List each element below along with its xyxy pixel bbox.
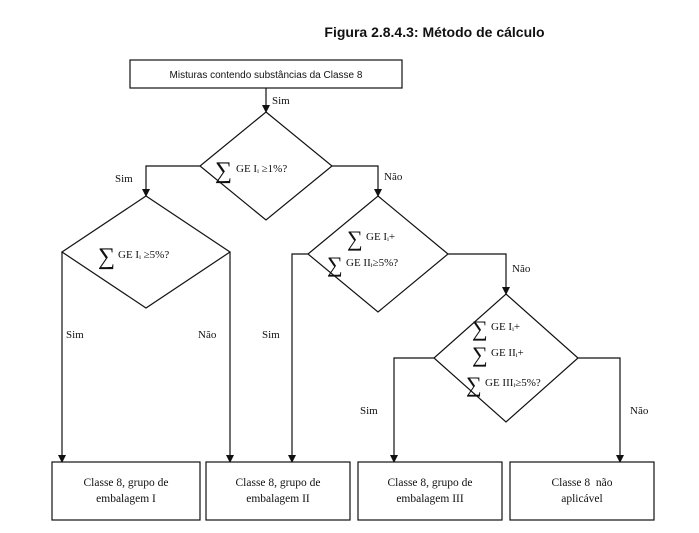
decision-3-text-2: GE IIᵢ≥5%?	[346, 257, 398, 269]
connector-d4-r3	[390, 357, 434, 463]
decision-4-sum-b: ∑	[472, 342, 488, 367]
decision-2-text: GE Iᵢ ≥5%?	[118, 249, 169, 261]
decision-3-sum-b: ∑	[327, 252, 343, 277]
decision-1-sum: ∑	[215, 158, 232, 184]
label-sim-start: Sim	[272, 95, 290, 107]
decision-4-text-1: GE Iᵢ+	[491, 321, 520, 333]
result-box-3-line-2: embalagem III	[396, 493, 464, 505]
decision-1-text: GE Iᵢ ≥1%?	[236, 163, 287, 175]
connector-d3-d4	[448, 253, 510, 295]
result-box-1-line-1: Classe 8, grupo de	[84, 477, 169, 489]
decision-4-text-2: GE IIᵢ+	[491, 347, 524, 359]
decision-1	[199, 111, 333, 221]
result-box-1-line-2: embalagem I	[96, 493, 156, 505]
decision-4-sum-c: ∑	[466, 372, 482, 397]
result-box-4-line-2: aplicável	[561, 493, 603, 505]
decision-3-sum-a: ∑	[347, 226, 363, 251]
result-box-2-line-2: embalagem II	[246, 493, 310, 505]
label-nao-d1: Não	[384, 171, 403, 183]
label-nao-d4: Não	[630, 405, 649, 417]
label-nao-d2: Não	[198, 329, 217, 341]
label-nao-d3: Não	[512, 263, 531, 275]
connector-d1-d3	[332, 165, 382, 197]
figure-title: Figura 2.8.4.3: Método de cálculo	[324, 24, 545, 40]
label-sim-d3: Sim	[262, 329, 280, 341]
result-box-2	[205, 461, 351, 521]
decision-4-sum-a: ∑	[472, 316, 488, 341]
result-box-2-line-1: Classe 8, grupo de	[236, 477, 321, 489]
label-sim-d2: Sim	[66, 329, 84, 341]
connector-d1-d2	[142, 165, 200, 197]
result-box-3	[357, 461, 503, 521]
label-sim-d1: Sim	[115, 173, 133, 185]
result-box-1	[51, 461, 201, 521]
start-box-label: Misturas contendo substâncias da Classe …	[170, 70, 363, 81]
result-box-3-line-1: Classe 8, grupo de	[388, 477, 473, 489]
decision-3-text-1: GE Iᵢ+	[366, 231, 395, 243]
label-sim-d4: Sim	[360, 405, 378, 417]
decision-4-text-3: GE IIIᵢ≥5%?	[485, 377, 541, 389]
start-box	[129, 59, 403, 89]
result-box-4	[509, 461, 655, 521]
decision-4	[433, 293, 579, 423]
decision-2	[60, 195, 232, 309]
decision-2-sum: ∑	[98, 244, 115, 270]
result-box-4-line-1: Classe 8 não	[551, 477, 612, 489]
connector-d4-r4	[578, 357, 624, 463]
decision-3	[307, 195, 449, 313]
connector-d3-r2	[288, 253, 308, 463]
